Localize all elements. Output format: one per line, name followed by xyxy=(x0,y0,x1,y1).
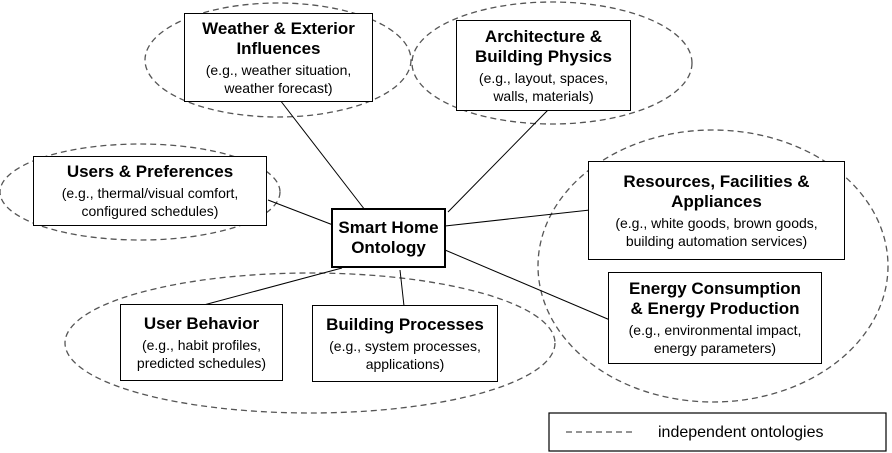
node-behavior-title: User Behavior xyxy=(143,313,260,333)
ontology-group-weather xyxy=(144,2,412,118)
ontology-group-resources-energy xyxy=(537,129,889,403)
connector-energy xyxy=(444,249,611,321)
legend-label: independent ontologies xyxy=(658,424,824,441)
node-users-desc: (e.g., thermal/visual comfort, configure… xyxy=(61,185,239,219)
node-energy: Energy Consumption & Energy Production (… xyxy=(608,272,822,364)
connector-weather xyxy=(279,99,366,211)
node-weather-desc: (e.g., weather situation, weather foreca… xyxy=(205,61,352,96)
connector-users xyxy=(267,199,334,226)
node-processes-title: Building Processes xyxy=(326,314,484,334)
node-architecture-title: Architecture & Building Physics xyxy=(475,26,612,66)
connector-behavior xyxy=(199,267,343,307)
node-users: Users & Preferences (e.g., thermal/visua… xyxy=(33,156,267,226)
ontology-group-users xyxy=(0,143,281,241)
node-weather-title: Weather & Exterior Influences xyxy=(202,18,355,58)
connector-resources xyxy=(444,209,591,227)
connector-processes xyxy=(399,269,405,307)
node-processes-desc: (e.g., system processes, applications) xyxy=(329,337,481,372)
node-users-title: Users & Preferences xyxy=(66,162,234,181)
node-smart-home-ontology: Smart Home Ontology xyxy=(331,208,446,268)
center-title: Smart Home Ontology xyxy=(338,218,439,257)
node-resources-title: Resources, Facilities & Appliances xyxy=(623,171,810,211)
node-weather: Weather & Exterior Influences (e.g., wea… xyxy=(184,13,373,102)
legend-box xyxy=(548,412,887,452)
node-resources: Resources, Facilities & Appliances (e.g.… xyxy=(588,161,845,260)
node-resources-desc: (e.g., white goods, brown goods, buildin… xyxy=(615,214,818,249)
ontology-group-behavior-processes xyxy=(64,272,556,414)
node-behavior-desc: (e.g., habit profiles, predicted schedul… xyxy=(136,336,267,371)
node-architecture-desc: (e.g., layout, spaces, walls, materials) xyxy=(478,69,609,104)
connector-architecture xyxy=(447,109,549,213)
node-architecture: Architecture & Building Physics (e.g., l… xyxy=(456,20,631,111)
node-energy-desc: (e.g., environmental impact, energy para… xyxy=(628,322,802,356)
node-energy-title: Energy Consumption & Energy Production xyxy=(629,279,801,318)
node-processes: Building Processes (e.g., system process… xyxy=(312,305,498,382)
node-behavior: User Behavior (e.g., habit profiles, pre… xyxy=(120,304,283,381)
ontology-group-architecture xyxy=(411,1,693,125)
